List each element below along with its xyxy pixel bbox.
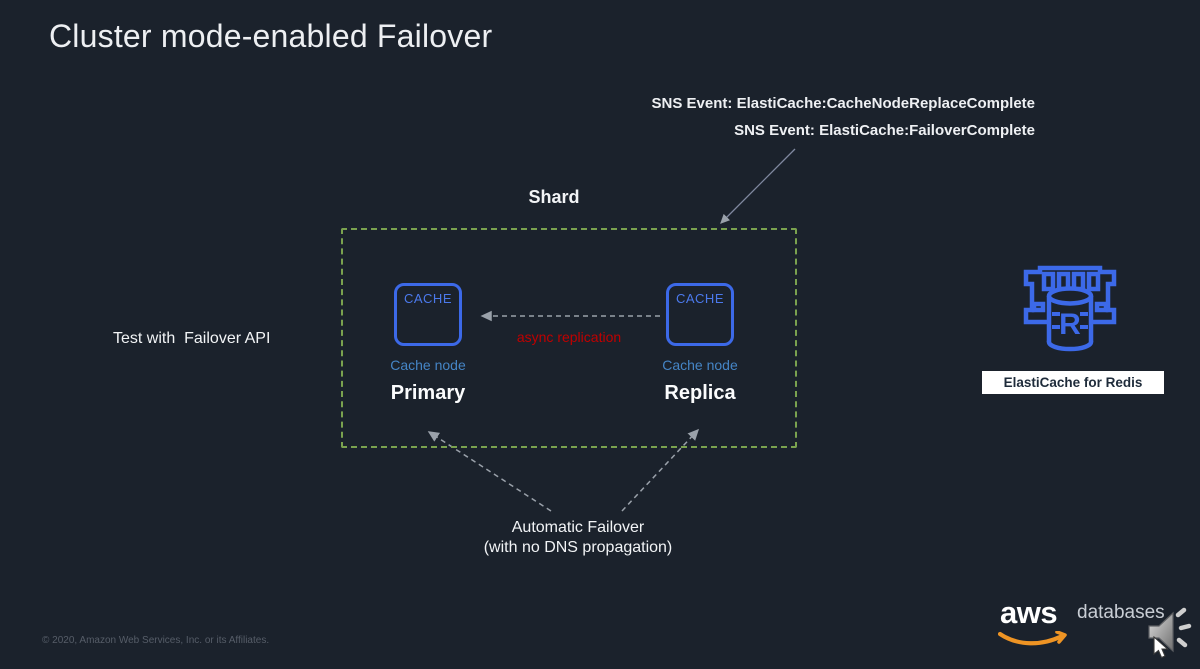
copyright: © 2020, Amazon Web Services, Inc. or its… xyxy=(42,635,270,646)
mouse-cursor-icon xyxy=(1153,636,1169,659)
cache-box-primary: CACHE xyxy=(394,283,462,346)
sns-event-line-2: SNS Event: ElastiCache:FailoverComplete xyxy=(734,122,1035,139)
audio-speaker-icon[interactable] xyxy=(1146,606,1192,662)
replication-label: async replication xyxy=(516,329,622,345)
sns-event-line-1: SNS Event: ElastiCache:CacheNodeReplaceC… xyxy=(651,95,1035,112)
node-replica: CACHE Cache node Replica xyxy=(625,283,775,405)
failover-api-note: Test with Failover API xyxy=(113,330,271,347)
redis-cylinder: R xyxy=(1046,286,1094,352)
shard-box xyxy=(341,228,797,448)
node-primary: CACHE Cache node Primary xyxy=(353,283,503,405)
cache-box-label: CACHE xyxy=(403,291,452,306)
failover-caption: Automatic Failover (with no DNS propagat… xyxy=(428,518,728,557)
cache-node-label: Cache node xyxy=(390,357,466,373)
node-role-replica: Replica xyxy=(664,382,736,404)
aws-logo-text: aws xyxy=(1000,595,1058,630)
redis-badge: ElastiCache for Redis xyxy=(982,371,1164,394)
cache-box-label: CACHE xyxy=(675,291,724,306)
sns-events: SNS Event: ElastiCache:CacheNodeReplaceC… xyxy=(652,90,1035,144)
shard-label: Shard xyxy=(528,187,580,207)
elasticache-redis-icon: R xyxy=(1023,265,1117,352)
sns-arrow xyxy=(720,148,796,224)
cache-node-label: Cache node xyxy=(662,357,738,373)
page-title: Cluster mode-enabled Failover xyxy=(49,18,493,54)
aws-logo: aws databases xyxy=(998,595,1178,655)
ram-module-outline xyxy=(1023,265,1117,325)
failover-caption-line-2: (with no DNS propagation) xyxy=(483,538,673,556)
cache-box-replica: CACHE xyxy=(666,283,734,346)
node-role-primary: Primary xyxy=(390,382,466,404)
aws-smile-arrow-icon xyxy=(998,631,1067,646)
redis-letter: R xyxy=(1059,308,1081,341)
databases-label: databases xyxy=(1077,602,1165,623)
failover-caption-line-1: Automatic Failover xyxy=(511,519,645,536)
